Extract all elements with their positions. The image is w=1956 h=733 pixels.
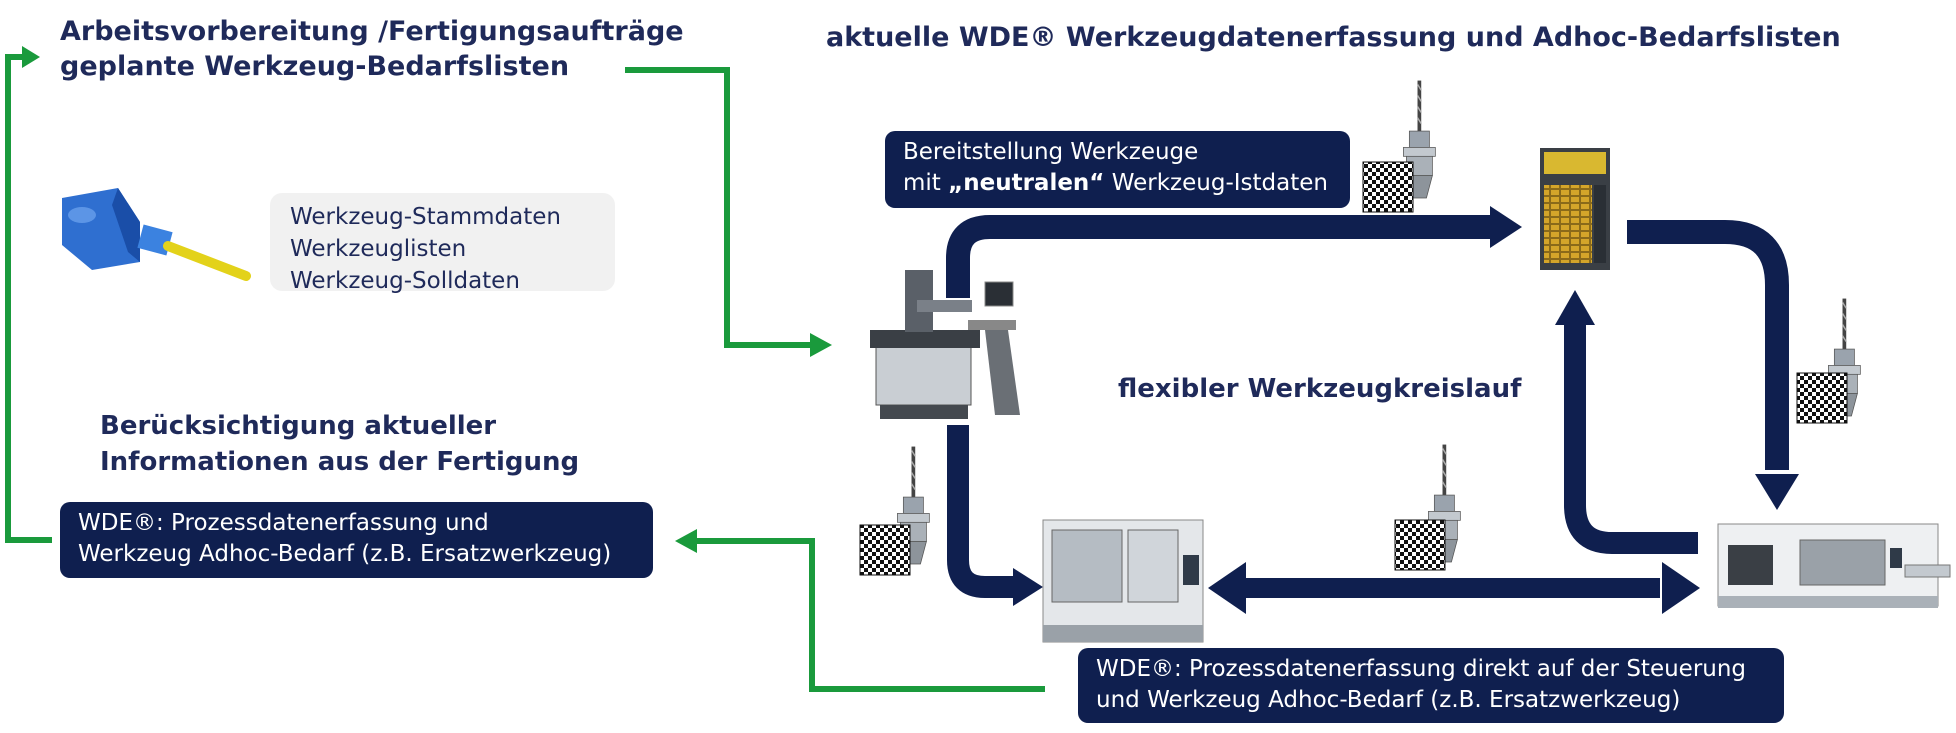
presetting-device-icon <box>870 270 1020 419</box>
bereitstellung-line-2: mit „neutralen“ Werkzeug-Istdaten <box>903 168 1332 199</box>
bereitstellung-line-1: Bereitstellung Werkzeuge <box>903 139 1199 165</box>
bereitstellung-box: Bereitstellung Werkzeuge mit „neutralen“… <box>885 131 1350 208</box>
stammdaten-item: Werkzeug-Solldaten <box>290 268 520 294</box>
bottom-box: WDE®: Prozessdatenerfassung direkt auf d… <box>1078 648 1784 723</box>
left-mid-heading: Berücksichtigung aktueller Informationen… <box>100 408 579 480</box>
left-mid-heading-line-1: Berücksichtigung aktueller <box>100 411 497 441</box>
tool-with-datamatrix-icon <box>1796 297 1862 424</box>
title-right: aktuelle WDE® Werkzeugdatenerfassung und… <box>826 22 1841 53</box>
bereitstellung-bold: „neutralen“ <box>948 170 1105 196</box>
bereitstellung-prefix: mit <box>903 170 949 196</box>
lathe-icon <box>1717 523 1951 608</box>
machining-center-icon <box>1042 519 1204 643</box>
left-mid-heading-line-2: Informationen aus der Fertigung <box>100 447 580 477</box>
tool-with-datamatrix-icon <box>1362 79 1437 213</box>
green-arrow-to-presetter <box>625 67 832 357</box>
navy-double-arrow-machine-lathe <box>1208 562 1700 614</box>
title-left: Arbeitsvorbereitung /Fertigungsaufträge … <box>60 14 684 84</box>
tool-with-datamatrix-icon <box>859 445 931 576</box>
bottom-line-2: und Werkzeug Adhoc-Bedarf (z.B. Ersatzwe… <box>1096 687 1681 713</box>
left-bottom-line-2: Werkzeug Adhoc-Bedarf (z.B. Ersatzwerkze… <box>78 541 612 567</box>
tool-holder-3d-icon <box>62 188 251 281</box>
left-bottom-line-1: WDE®: Prozessdatenerfassung und <box>78 510 489 536</box>
bottom-line-1: WDE®: Prozessdatenerfassung direkt auf d… <box>1096 656 1747 682</box>
navy-arrow-lathe-to-dispenser <box>1555 290 1698 554</box>
stammdaten-item: Werkzeug-Stammdaten <box>290 204 561 230</box>
tool-dispenser-icon <box>1540 148 1610 270</box>
title-left-line-1: Arbeitsvorbereitung /Fertigungsaufträge <box>60 16 684 47</box>
navy-arrow-dispenser-to-lathe <box>1627 220 1799 510</box>
title-left-line-2: geplante Werkzeug-Bedarfslisten <box>60 51 570 82</box>
stammdaten-item: Werkzeuglisten <box>290 236 467 262</box>
center-label: flexibler Werkzeugkreislauf <box>1118 374 1522 404</box>
navy-arrow-presetter-to-machine <box>947 425 1043 606</box>
green-arrow-top-left <box>5 46 52 543</box>
left-bottom-box: WDE®: Prozessdatenerfassung und Werkzeug… <box>60 502 653 578</box>
stammdaten-box: Werkzeug-Stammdaten Werkzeuglisten Werkz… <box>270 193 615 294</box>
tool-with-datamatrix-icon <box>1394 443 1462 571</box>
navy-arrow-presetter-to-dispenser <box>946 206 1522 298</box>
green-arrow-from-bottom <box>675 529 1045 692</box>
bereitstellung-suffix: Werkzeug-Istdaten <box>1104 170 1328 196</box>
